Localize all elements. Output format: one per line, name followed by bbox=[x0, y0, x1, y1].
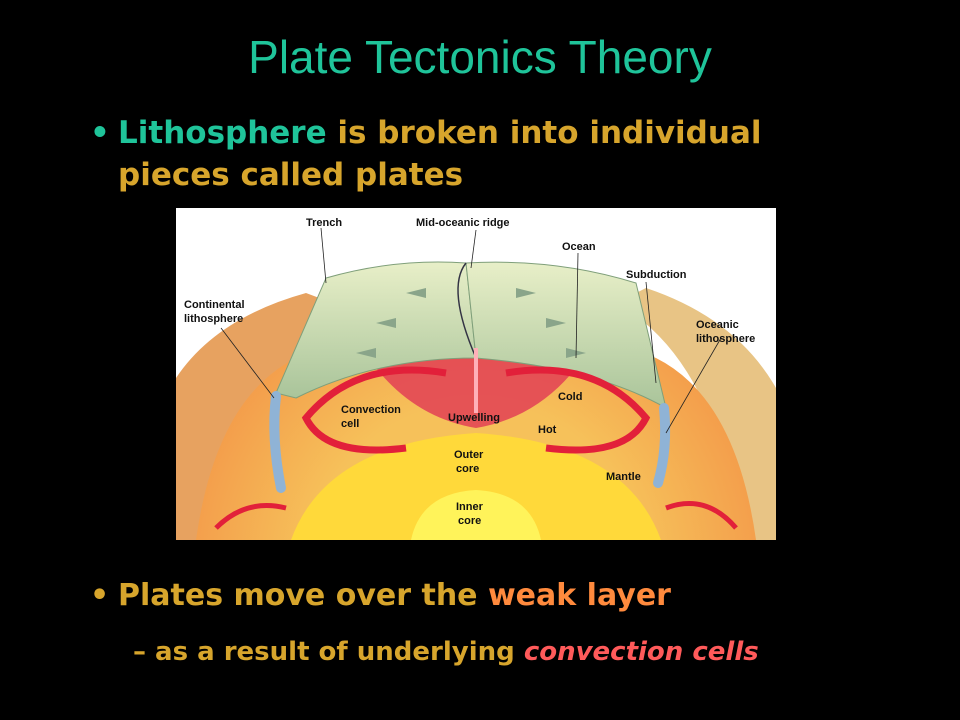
label-hot: Hot bbox=[538, 424, 557, 436]
convection-cells-highlight: convection cells bbox=[523, 637, 759, 667]
ridge-line bbox=[457, 262, 477, 359]
label-convection-2: cell bbox=[341, 418, 359, 430]
label-convection-1: Convection bbox=[341, 404, 401, 416]
label-outer-2: core bbox=[456, 463, 479, 475]
bullet-main-text: Plates move over the bbox=[118, 578, 488, 613]
label-mantle: Mantle bbox=[606, 471, 641, 483]
label-trench: Trench bbox=[306, 217, 342, 229]
plate-tectonics-diagram: Trench Mid-oceanic ridge Ocean Subductio… bbox=[176, 208, 776, 540]
earth-cross-section: Trench Mid-oceanic ridge Ocean Subductio… bbox=[176, 217, 776, 540]
convection-arrow-right bbox=[505, 366, 651, 454]
label-upwelling: Upwelling bbox=[448, 412, 500, 424]
label-oceanic-1: Oceanic bbox=[696, 319, 739, 331]
sub-bullet-convection: – as a result of underlying convection c… bbox=[133, 634, 759, 670]
subducting-slab-right bbox=[653, 403, 671, 488]
label-inner-2: core bbox=[458, 515, 481, 527]
label-oceanic-2: lithosphere bbox=[696, 333, 755, 345]
inner-core bbox=[411, 490, 541, 540]
label-outer-1: Outer bbox=[454, 449, 484, 461]
bullet-text: Plates move over the weak layer bbox=[118, 576, 671, 616]
leader-lines bbox=[220, 227, 722, 434]
plate-motion-arrows bbox=[356, 288, 586, 358]
weak-layer-highlight: weak layer bbox=[487, 578, 671, 613]
convection-arrow-left bbox=[301, 366, 447, 454]
lower-arrow-left bbox=[214, 503, 287, 530]
lower-arrow-right bbox=[665, 501, 738, 530]
outer-core bbox=[291, 433, 661, 540]
label-continental-1: Continental bbox=[184, 299, 245, 311]
bullet-dot: • bbox=[90, 115, 110, 151]
label-cold: Cold bbox=[558, 391, 582, 403]
sub-bullet-dash: – bbox=[133, 637, 146, 667]
bullet-text: Lithosphere is broken into individual pi… bbox=[118, 112, 848, 196]
label-ocean: Ocean bbox=[562, 241, 596, 253]
lithosphere-highlight: Lithosphere bbox=[118, 115, 327, 151]
subducting-slab-left bbox=[269, 391, 286, 493]
slide-title: Plate Tectonics Theory bbox=[248, 31, 712, 83]
label-ridge: Mid-oceanic ridge bbox=[416, 217, 510, 229]
label-subduction: Subduction bbox=[626, 269, 687, 281]
bullet-dot: • bbox=[90, 578, 110, 613]
bullet-rest: is broken into individual pieces called … bbox=[118, 115, 762, 193]
label-inner-1: Inner bbox=[456, 501, 484, 513]
sub-bullet-text: as a result of underlying bbox=[146, 637, 524, 667]
label-continental-2: lithosphere bbox=[184, 313, 243, 325]
